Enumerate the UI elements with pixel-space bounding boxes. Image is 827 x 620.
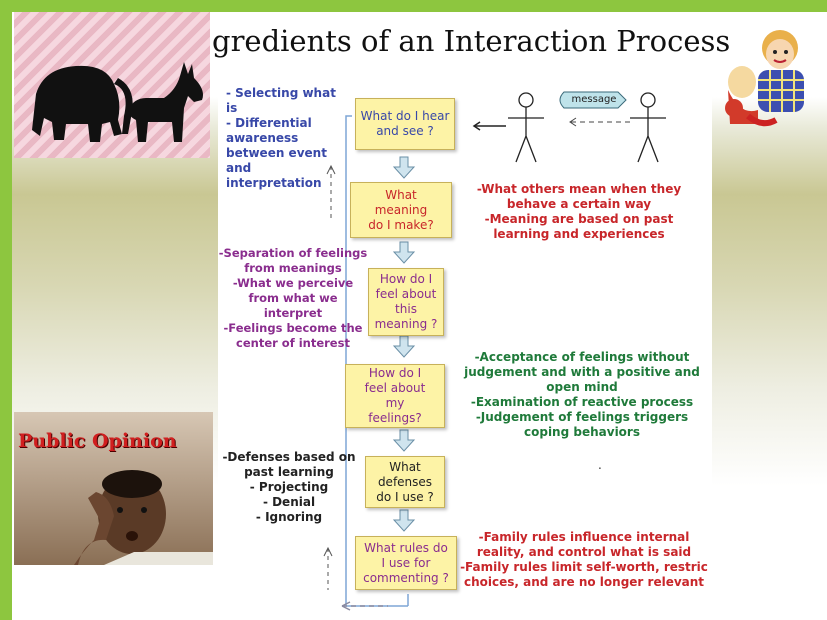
elephant-donkey-silhouette-icon bbox=[32, 62, 203, 142]
left-note-2: -Separation of feelings from meanings -W… bbox=[218, 246, 368, 350]
left-green-band bbox=[0, 0, 12, 620]
person-right-icon bbox=[630, 92, 666, 163]
man-thinking-photo-icon bbox=[74, 470, 213, 565]
right-note-2: -Acceptance of feelings without judgemen… bbox=[464, 350, 700, 439]
left-note-3: -Defenses based on past learning - Proje… bbox=[222, 450, 356, 524]
public-opinion-image: Public Opinion bbox=[14, 412, 213, 565]
right-note-3: -Family rules influence internal reality… bbox=[460, 530, 708, 589]
cartoon-couple-hug-icon bbox=[725, 30, 804, 127]
public-opinion-label: Public Opinion bbox=[18, 430, 177, 452]
message-label: message bbox=[571, 94, 617, 105]
left-note-1: - Selecting what is - Differential aware… bbox=[226, 86, 336, 190]
elephant-donkey-image bbox=[14, 12, 210, 158]
person-left-icon bbox=[508, 92, 544, 163]
cartoon-image bbox=[718, 20, 818, 130]
diagram-connectors bbox=[323, 91, 666, 611]
right-note-1: -What others mean when they behave a cer… bbox=[476, 182, 682, 241]
slide-title: gredients of an Interaction Process bbox=[212, 24, 731, 58]
top-green-band bbox=[0, 0, 827, 12]
stray-dot: . bbox=[598, 458, 602, 472]
